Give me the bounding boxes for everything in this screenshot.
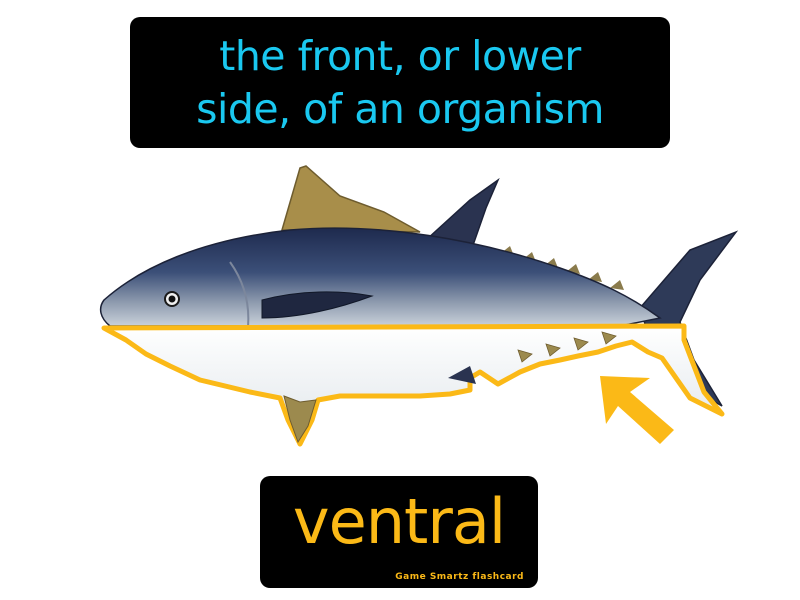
pectoral-fin (261, 291, 374, 319)
definition-line-1: the front, or lower (219, 31, 581, 80)
definition-line-2: side, of an organism (196, 84, 604, 133)
pelvic-fin (283, 395, 317, 444)
definition-box: the front, or lower side, of an organism (130, 17, 670, 148)
dorsal-fin (281, 165, 421, 233)
ventral-highlight (101, 323, 725, 447)
ventral-finlets (517, 331, 617, 363)
fish-body (99, 227, 662, 327)
pointer-arrow-icon (600, 376, 674, 444)
tuna-illustration (99, 165, 739, 447)
term-word: ventral (292, 485, 506, 558)
brand-label: Game Smartz flashcard (395, 572, 524, 582)
term-box: ventral Game Smartz flashcard (260, 476, 538, 588)
anal-fin (448, 366, 476, 384)
